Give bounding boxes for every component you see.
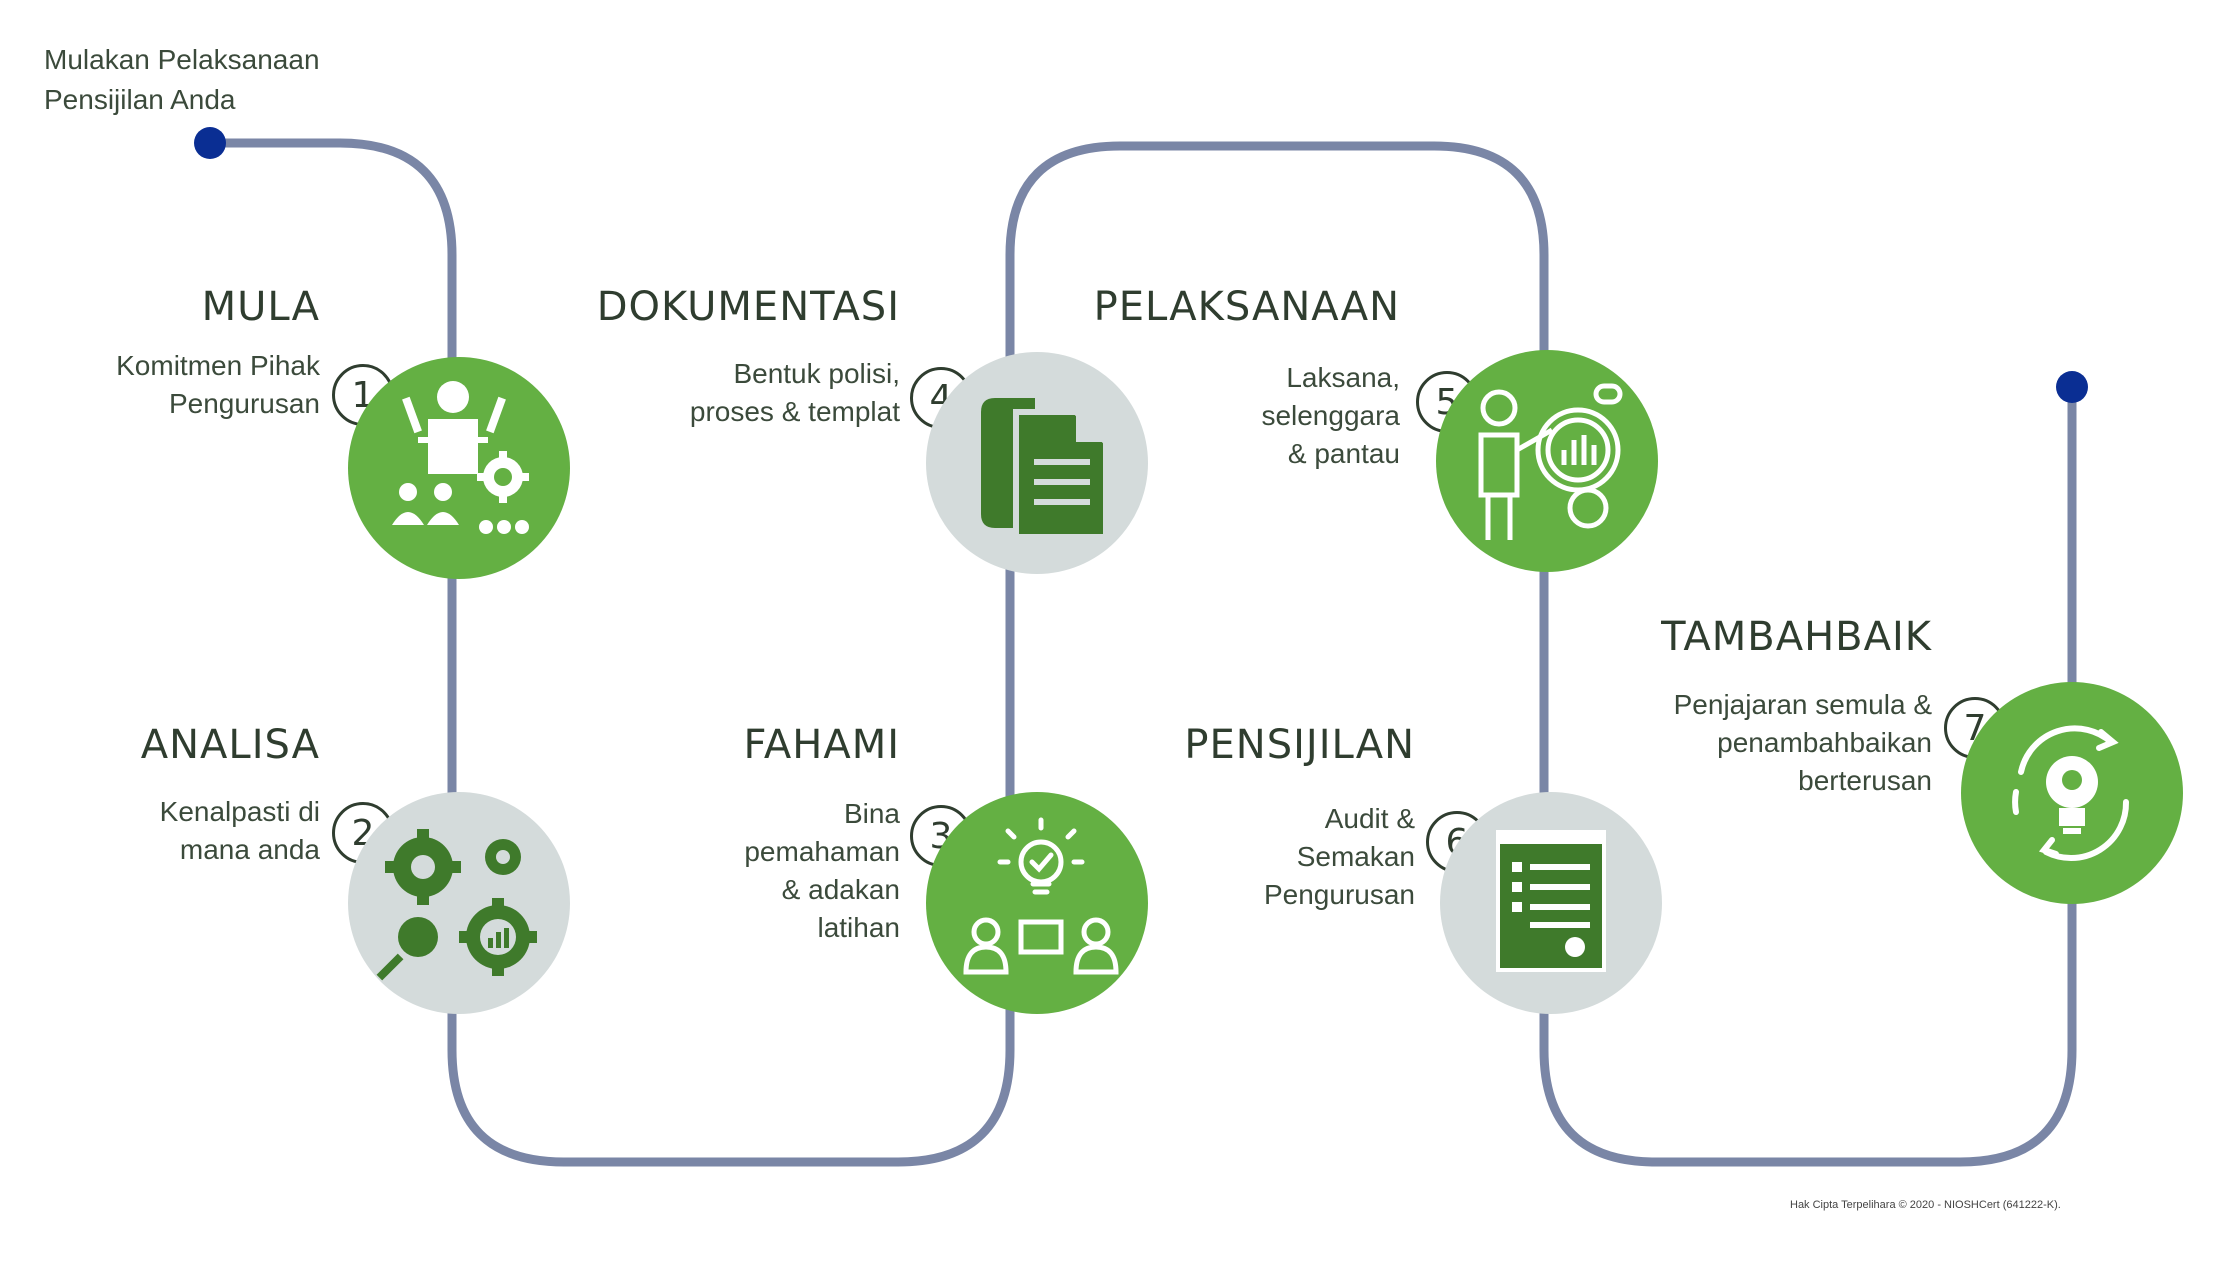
desc-line: & pantau	[1287, 438, 1400, 469]
copyright-text: Hak Cipta Terpelihara © 2020 - NIOSHCert…	[1790, 1199, 2061, 1211]
intro-text: Mulakan Pelaksanaan Pensijilan Anda	[44, 40, 320, 120]
step-1-title: MULA	[201, 284, 320, 330]
desc-line: Bina	[843, 798, 900, 829]
step-6-title: PENSIJILAN	[1184, 722, 1415, 768]
step-6-desc: Audit & Semakan Pengurusan	[1264, 800, 1415, 914]
step-1-circle	[348, 357, 570, 579]
desc-line: Semakan	[1296, 841, 1415, 872]
intro-line: Mulakan Pelaksanaan	[44, 44, 320, 75]
step-5-circle	[1436, 350, 1658, 572]
step-4-circle	[926, 352, 1148, 574]
step-3-title: FAHAMI	[743, 722, 900, 768]
desc-line: Audit &	[1324, 803, 1415, 834]
desc-line: latihan	[817, 912, 900, 943]
certificate-icon	[1496, 830, 1606, 972]
step-7-desc: Penjajaran semula & penambahbaikan berte…	[1674, 686, 1932, 800]
desc-line: Kenalpasti di	[159, 796, 320, 827]
desc-line: Pengurusan	[168, 388, 320, 419]
analysis-gears-icon	[376, 829, 537, 981]
step-3-desc: Bina pemahaman & adakan latihan	[744, 795, 900, 947]
end-dot	[2056, 371, 2088, 403]
desc-line: berterusan	[1798, 765, 1932, 796]
step-5-desc: Laksana, selenggara & pantau	[1261, 359, 1400, 473]
leadership-team-icon	[392, 381, 529, 534]
desc-line: Pengurusan	[1263, 879, 1415, 910]
step-4-desc: Bentuk polisi, proses & templat	[690, 355, 900, 431]
step-7-title: TAMBAHBAIK	[1661, 614, 1932, 660]
step-4-title: DOKUMENTASI	[596, 284, 900, 330]
start-dot	[194, 127, 226, 159]
training-idea-icon	[963, 817, 1119, 975]
desc-line: Laksana,	[1286, 362, 1400, 393]
documents-icon	[981, 398, 1109, 540]
desc-line: & adakan	[781, 874, 900, 905]
step-7-circle	[1961, 682, 2183, 904]
monitoring-person-icon	[1478, 383, 1623, 540]
desc-line: Penjajaran semula &	[1673, 689, 1932, 720]
desc-line: selenggara	[1261, 400, 1400, 431]
step-6-circle	[1440, 792, 1662, 1014]
desc-line: proses & templat	[689, 396, 900, 427]
step-5-title: PELAKSANAAN	[1093, 284, 1400, 330]
desc-line: pemahaman	[744, 836, 900, 867]
step-2-title: ANALISA	[140, 722, 320, 768]
step-2-circle	[348, 792, 570, 1014]
desc-line: Bentuk polisi,	[733, 358, 900, 389]
step-2-desc: Kenalpasti di mana anda	[160, 793, 320, 869]
step-1-desc: Komitmen Pihak Pengurusan	[116, 347, 320, 423]
intro-line: Pensijilan Anda	[44, 84, 236, 115]
desc-line: penambahbaikan	[1717, 727, 1932, 758]
desc-line: Komitmen Pihak	[116, 350, 320, 381]
desc-line: mana anda	[179, 834, 320, 865]
step-3-circle	[926, 792, 1148, 1014]
continuous-improvement-icon	[2012, 725, 2130, 861]
